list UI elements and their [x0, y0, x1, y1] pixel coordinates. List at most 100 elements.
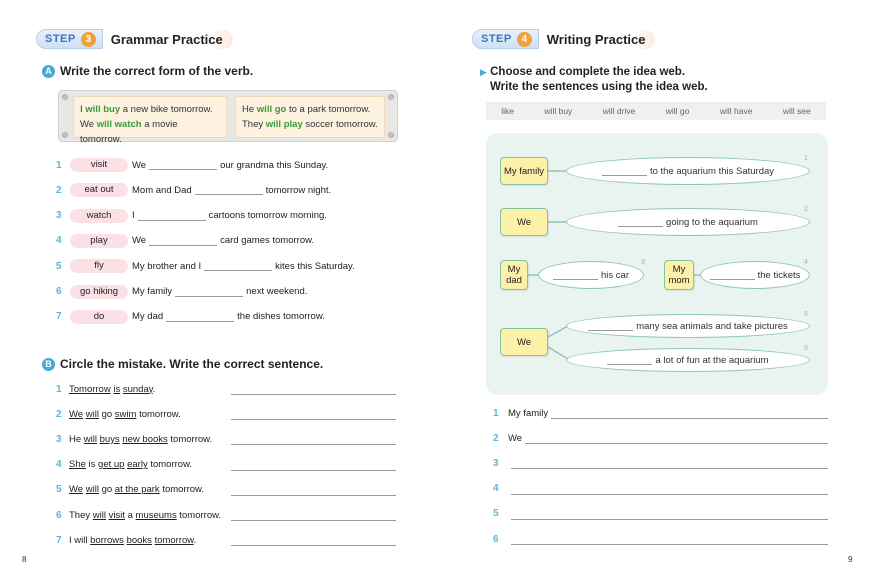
section-b-title: Circle the mistake. Write the correct se…: [60, 357, 324, 371]
underlined-word[interactable]: buys: [99, 433, 120, 445]
idea-oval-blank[interactable]: going to the aquarium: [566, 208, 810, 236]
sentence-start: My dad: [132, 311, 164, 323]
idea-web: My family to the aquarium this Saturday …: [486, 133, 828, 395]
item-number: 3: [56, 210, 62, 222]
example-text: soccer tomorrow.: [302, 119, 378, 130]
screw-icon: [388, 132, 394, 138]
example-text: He: [242, 104, 257, 115]
sentence-start: I: [132, 210, 135, 222]
item-number: 1: [56, 383, 62, 395]
underlined-word[interactable]: swim: [114, 408, 137, 420]
underlined-word[interactable]: is: [113, 383, 121, 395]
answer-blank[interactable]: [204, 261, 273, 272]
answer-line[interactable]: [511, 483, 828, 495]
answer-blank[interactable]: [149, 236, 218, 246]
sentence-start: My family: [508, 407, 549, 419]
sentence-start: My family: [132, 286, 173, 297]
instructions: ▶ Choose and complete the idea web. Writ…: [480, 65, 708, 95]
underlined-word[interactable]: new books: [122, 433, 168, 445]
sentence: They will visit a museums tomorrow.: [69, 510, 229, 521]
answer-line[interactable]: [511, 457, 828, 470]
underlined-word[interactable]: museums: [135, 509, 177, 521]
example-line: They will play soccer tomorrow.: [242, 117, 378, 132]
answer-line[interactable]: [231, 469, 396, 471]
idea-oval-blank[interactable]: his car: [538, 261, 644, 289]
answer-line[interactable]: [511, 508, 828, 520]
verb-label: play: [70, 233, 128, 248]
answer-line[interactable]: [525, 432, 828, 445]
writing-line: 3: [493, 455, 828, 471]
underlined-word[interactable]: She: [69, 459, 86, 471]
oval-number: 2: [804, 206, 808, 213]
word-bank-item: like: [501, 106, 514, 116]
example-verb: will watch: [96, 119, 142, 130]
example-text: They: [242, 119, 266, 130]
screw-icon: [62, 132, 68, 138]
item-number: 5: [493, 508, 499, 520]
underlined-word[interactable]: at the park: [114, 484, 160, 496]
answer-line[interactable]: [231, 520, 396, 521]
underlined-word[interactable]: sunday: [122, 383, 153, 395]
idea-box-subject: My family: [500, 157, 548, 185]
sentence: He will buys new books tomorrow.: [69, 434, 229, 445]
screw-icon: [62, 94, 68, 100]
underlined-word[interactable]: get up: [98, 459, 125, 471]
step-word: STEP: [481, 33, 512, 45]
underlined-word[interactable]: We: [69, 408, 84, 420]
underlined-word[interactable]: will: [83, 433, 97, 445]
sentence: I will borrows books tomorrow.: [69, 535, 229, 546]
underlined-word[interactable]: We: [69, 484, 84, 496]
underlined-word[interactable]: visit: [108, 509, 125, 521]
underlined-word[interactable]: Tomorrow: [69, 383, 111, 395]
underlined-word[interactable]: tomorrow: [154, 534, 194, 546]
answer-blank[interactable]: [137, 211, 206, 221]
example-text: a new bike tomorrow.: [120, 104, 213, 115]
answer-line[interactable]: [231, 419, 396, 421]
item-number: 4: [493, 483, 499, 495]
item-number: 2: [56, 184, 62, 196]
answer-line[interactable]: [231, 444, 396, 446]
answer-line[interactable]: [231, 494, 396, 496]
idea-box-subject: My dad: [500, 260, 528, 290]
underlined-word[interactable]: will: [85, 484, 99, 496]
idea-oval-blank[interactable]: the tickets: [700, 261, 810, 289]
answer-blank[interactable]: [149, 160, 218, 170]
answer-line[interactable]: [231, 394, 396, 395]
idea-oval-blank[interactable]: to the aquarium this Saturday: [566, 157, 810, 185]
answer-line[interactable]: [231, 545, 396, 547]
sentence-start: Mom and Dad: [132, 184, 192, 196]
step-word: STEP: [45, 33, 76, 45]
underlined-word[interactable]: will: [92, 509, 106, 521]
item-number: 3: [56, 433, 62, 445]
verb-label: go hiking: [70, 284, 128, 299]
sentence-end: cartoons tomorrow morning.: [208, 210, 327, 222]
instruction-line-1: Choose and complete the idea web.: [490, 66, 686, 78]
oval-number: 5: [804, 311, 808, 318]
answer-line[interactable]: [551, 407, 828, 419]
underlined-word[interactable]: will: [85, 408, 99, 420]
step-badge: STEP 3: [36, 29, 103, 49]
example-verb: will go: [256, 104, 287, 115]
idea-oval-blank[interactable]: many sea animals and take pictures: [566, 314, 810, 338]
answer-blank[interactable]: [166, 312, 235, 322]
item-number: 4: [56, 235, 62, 247]
item-number: 6: [56, 286, 62, 297]
item-number: 6: [493, 533, 499, 545]
answer-line[interactable]: [511, 533, 828, 545]
sentence-text: is: [85, 459, 99, 471]
underlined-word[interactable]: books: [126, 534, 152, 546]
answer-blank[interactable]: [175, 287, 244, 297]
answer-blank[interactable]: [194, 185, 263, 196]
sentence: We will go at the park tomorrow.: [69, 484, 229, 495]
underlined-word[interactable]: early: [127, 459, 148, 471]
idea-box-subject: We: [500, 328, 548, 356]
underlined-word[interactable]: borrows: [90, 534, 124, 546]
step-number: 4: [516, 32, 532, 47]
idea-oval-blank[interactable]: a lot of fun at the aquarium: [566, 348, 810, 372]
example-text: a movie tomorrow.: [80, 119, 178, 145]
